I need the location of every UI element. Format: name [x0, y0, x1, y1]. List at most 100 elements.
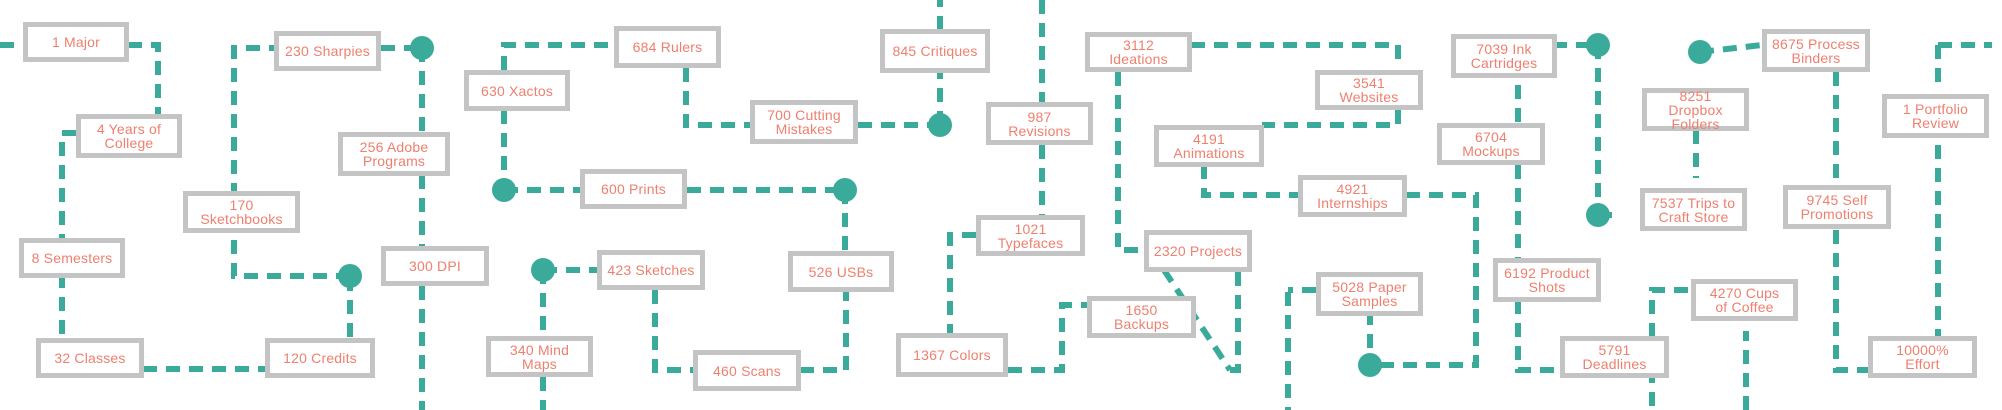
connector	[128, 42, 161, 118]
node-label: 4921 Internships	[1317, 181, 1388, 211]
node-label: 845 Critiques	[892, 43, 978, 59]
node-usbs: 526 USBs	[788, 251, 894, 292]
node-colors: 1367 Colors	[896, 333, 1008, 377]
node-label: 5028 Paper Samples	[1332, 279, 1407, 309]
node-label: 300 DPI	[409, 258, 461, 274]
connector-node	[1688, 40, 1712, 64]
node-label: 230 Sharpies	[285, 43, 370, 59]
node-label: 4 Years of College	[96, 121, 162, 151]
connector	[1370, 192, 1479, 368]
node-dropbox: 8251 Dropbox Folders	[1642, 88, 1749, 131]
node-label: 8251 Dropbox Folders	[1668, 87, 1723, 132]
node-animations: 4191 Animations	[1154, 125, 1264, 167]
node-label: 8675 Process Binders	[1771, 35, 1860, 66]
node-label: 460 Scans	[713, 362, 781, 379]
connector	[231, 45, 274, 197]
connector	[59, 130, 76, 238]
node-scans: 460 Scans	[693, 350, 801, 391]
connector-node	[410, 36, 434, 60]
node-dpi: 300 DPI	[381, 246, 489, 286]
node-classes: 32 Classes	[36, 338, 144, 378]
node-binders: 8675 Process Binders	[1762, 29, 1870, 72]
node-label: 423 Sketches	[607, 262, 695, 278]
node-label: 4270 Cups of Coffee	[1709, 285, 1780, 315]
connector-node	[1358, 353, 1382, 377]
connector	[1191, 42, 1401, 68]
node-label: 1 Portfolio Review	[1902, 101, 1969, 131]
node-label: 120 Credits	[283, 350, 357, 366]
node-semesters: 8 Semesters	[19, 238, 125, 278]
node-prints: 600 Prints	[580, 169, 687, 209]
node-label: 170 Sketchbooks	[200, 197, 283, 227]
node-label: 1367 Colors	[913, 347, 991, 363]
connector	[1201, 165, 1300, 198]
connector-node	[1586, 33, 1610, 57]
connector	[947, 232, 976, 333]
node-critiques: 845 Critiques	[880, 29, 990, 73]
node-portfolio: 1 Portfolio Review	[1882, 94, 1989, 138]
node-websites: 3541 Websites	[1315, 70, 1423, 110]
node-label: 684 Rulers	[632, 39, 703, 55]
node-internships: 4921 Internships	[1298, 175, 1407, 217]
connector	[1833, 230, 1868, 373]
node-selfpromo: 9745 Self Promotions	[1783, 185, 1891, 229]
connector	[1008, 302, 1087, 373]
node-sketches: 423 Sketches	[597, 250, 705, 290]
node-label: 1650 Backups	[1113, 302, 1170, 332]
connector	[1115, 72, 1144, 253]
connector-node	[492, 178, 516, 202]
node-label: 4191 Animations	[1173, 131, 1245, 161]
connector	[1161, 268, 1241, 373]
node-deadlines: 5791 Deadlines	[1560, 336, 1669, 378]
node-label: 10000% Effort	[1896, 342, 1949, 372]
node-label: 9745 Self Promotions	[1800, 192, 1874, 222]
node-sharpies: 230 Sharpies	[274, 31, 381, 71]
node-label: 7537 Trips to Craft Store	[1651, 194, 1736, 225]
connector-node	[338, 264, 362, 288]
connector	[501, 42, 614, 70]
connector-node	[833, 178, 857, 202]
node-label: 6704 Mockups	[1462, 129, 1520, 159]
connector	[231, 233, 350, 279]
connector	[683, 68, 750, 128]
node-label: 700 Cutting Mistakes	[767, 107, 841, 137]
node-credits: 120 Credits	[265, 338, 375, 378]
connector	[652, 290, 693, 373]
node-label: 987 Revisions	[1008, 108, 1071, 139]
node-label: 340 Mind Maps	[509, 341, 570, 372]
node-label: 3112 Ideations	[1109, 37, 1168, 67]
node-label: 8 Semesters	[31, 250, 113, 266]
node-label: 32 Classes	[54, 350, 126, 366]
node-label: 5791 Deadlines	[1582, 342, 1647, 372]
node-label: 3541 Websites	[1339, 75, 1399, 105]
node-xactos: 630 Xactos	[464, 70, 570, 111]
node-revisions: 987 Revisions	[986, 102, 1093, 145]
node-projects: 2320 Projects	[1144, 230, 1252, 272]
connector-node	[1586, 203, 1610, 227]
node-major: 1 Major	[23, 22, 129, 62]
node-sketchbooks: 170 Sketchbooks	[183, 191, 300, 233]
node-label: 526 USBs	[808, 263, 874, 280]
node-label: 256 Adobe Programs	[359, 139, 429, 169]
connector	[1515, 300, 1560, 373]
node-ink: 7039 Ink Cartridges	[1451, 34, 1557, 78]
node-label: 1 Major	[51, 34, 101, 50]
node-paper: 5028 Paper Samples	[1316, 272, 1423, 316]
node-label: 1021 Typefaces	[997, 220, 1064, 251]
node-label: 600 Prints	[600, 181, 667, 197]
node-label: 2320 Projects	[1153, 243, 1243, 259]
node-mindmaps: 340 Mind Maps	[486, 336, 593, 377]
node-craftstore: 7537 Trips to Craft Store	[1640, 188, 1747, 231]
node-effort: 10000% Effort	[1868, 336, 1977, 378]
connector	[800, 292, 849, 373]
node-label: 630 Xactos	[480, 82, 554, 99]
node-typefaces: 1021 Typefaces	[976, 215, 1085, 256]
connector	[1262, 110, 1401, 128]
node-label: 6192 Product Shots	[1504, 265, 1590, 295]
node-years: 4 Years of College	[76, 114, 182, 158]
connector-node	[928, 113, 952, 137]
node-backups: 1650 Backups	[1087, 296, 1196, 338]
node-cutting: 700 Cutting Mistakes	[750, 100, 858, 144]
